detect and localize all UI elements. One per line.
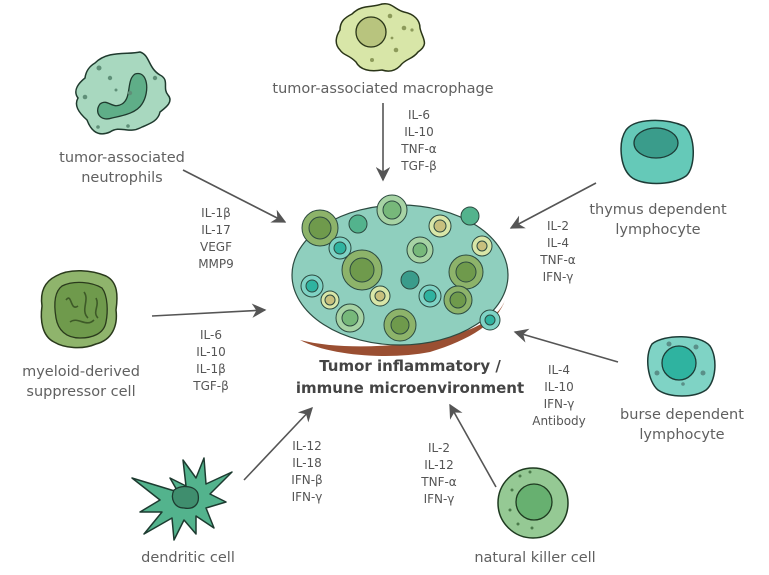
mdsc-label-line2: suppressor cell: [26, 384, 136, 400]
center-title-line1: Tumor inflammatory /: [319, 357, 501, 375]
cytokine: IFN-γ: [542, 270, 574, 284]
nk-label: natural killer cell: [460, 548, 610, 568]
cytokine: IFN-γ: [423, 492, 455, 506]
cytokine: MMP9: [198, 257, 234, 271]
cytokine: VEGF: [200, 240, 232, 254]
burse-lymphocyte-icon: [646, 336, 716, 397]
arrow-thymus: [509, 182, 597, 229]
arrow-neutrophil: [182, 169, 287, 223]
arrow-burse: [513, 328, 619, 363]
cytokine: IL-12: [424, 458, 454, 472]
cytokine: IL-2: [428, 441, 450, 455]
cytokine: IL-1β: [201, 206, 231, 220]
thymus-label-line1: thymus dependent: [589, 202, 727, 218]
burse-lymphocyte-label: burse dependent lymphocyte: [612, 405, 752, 445]
macrophage-cytokines: IL-6 IL-10 TNF-α TGF-β: [392, 107, 446, 175]
neutrophil-label-line2: neutrophils: [81, 170, 163, 186]
cytokine: IL-17: [201, 223, 231, 237]
nk-cytokines: IL-2 IL-12 TNF-α IFN-γ: [412, 440, 466, 508]
cytokine: IL-1β: [196, 362, 226, 376]
thymus-label-line2: lymphocyte: [615, 222, 701, 238]
tumor-cluster-icon: [291, 194, 509, 356]
cytokine: IFN-γ: [291, 490, 323, 504]
burse-label-line2: lymphocyte: [639, 427, 725, 443]
cytokine: IL-10: [196, 345, 226, 359]
cytokine: IL-2: [547, 219, 569, 233]
arrow-mdsc: [151, 303, 267, 318]
dendritic-label: dendritic cell: [118, 548, 258, 568]
neutrophil-label: tumor-associated neutrophils: [42, 148, 202, 188]
burse-label-line1: burse dependent: [620, 407, 744, 423]
dendritic-label-line1: dendritic cell: [141, 550, 235, 566]
burse-cytokines: IL-4 IL-10 IFN-γ Antibody: [526, 362, 592, 430]
cytokine: IL-6: [408, 108, 430, 122]
cytokine: TGF-β: [401, 159, 437, 173]
thymus-lymphocyte-label: thymus dependent lymphocyte: [578, 200, 738, 240]
arrow-nk: [449, 403, 497, 488]
nk-label-line1: natural killer cell: [474, 550, 596, 566]
cytokine: IL-18: [292, 456, 322, 470]
neutrophil-icon: [75, 51, 171, 135]
cytokine: IL-10: [544, 380, 574, 394]
cytokine: TGF-β: [193, 379, 229, 393]
mdsc-cytokines: IL-6 IL-10 IL-1β TGF-β: [184, 327, 238, 395]
macrophage-label: tumor-associated macrophage: [250, 79, 516, 99]
dendritic-cytokines: IL-12 IL-18 IFN-β IFN-γ: [280, 438, 334, 506]
cytokine: TNF-α: [421, 475, 457, 489]
neutrophil-label-line1: tumor-associated: [59, 150, 185, 166]
neutrophil-cytokines: IL-1β IL-17 VEGF MMP9: [186, 205, 246, 273]
mdsc-label: myeloid-derived suppressor cell: [6, 362, 156, 402]
thymus-cytokines: IL-2 IL-4 TNF-α IFN-γ: [531, 218, 585, 286]
center-title: Tumor inflammatory / immune microenviron…: [290, 355, 530, 399]
cytokine: IL-6: [200, 328, 222, 342]
arrow-dendritic: [243, 406, 313, 481]
cytokine: IL-4: [548, 363, 570, 377]
macrophage-icon: [335, 2, 426, 72]
center-title-line2: immune microenvironment: [295, 379, 525, 397]
cytokine: TNF-α: [540, 253, 576, 267]
mdsc-label-line1: myeloid-derived: [22, 364, 140, 380]
cytokine: IFN-γ: [543, 397, 575, 411]
macrophage-label-line1: tumor-associated macrophage: [272, 81, 494, 97]
dendritic-icon: [131, 457, 233, 541]
cytokine: Antibody: [532, 414, 586, 428]
cytokine: IL-12: [292, 439, 322, 453]
mdsc-icon: [40, 270, 118, 349]
cytokine: IL-10: [404, 125, 434, 139]
cytokine: TNF-α: [401, 142, 437, 156]
cytokine: IFN-β: [291, 473, 323, 487]
cytokine: IL-4: [547, 236, 569, 250]
nk-icon: [497, 467, 569, 539]
thymus-lymphocyte-icon: [620, 119, 694, 185]
